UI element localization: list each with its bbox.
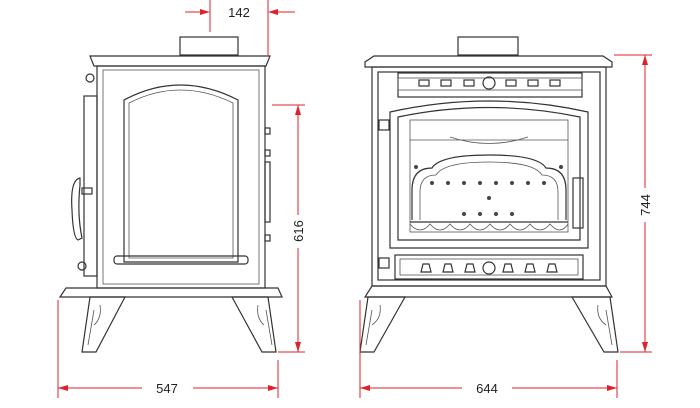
side-body (96, 65, 266, 289)
dimension-label-142: 142 (228, 5, 250, 20)
fire-door (389, 100, 589, 249)
ash-pan-door (394, 254, 584, 280)
door-handle-icon (71, 177, 83, 241)
side-view (58, 36, 283, 353)
flue-collar (457, 36, 519, 56)
dimension-label-547: 547 (156, 381, 178, 396)
front-body (371, 66, 607, 287)
front-plinth (363, 285, 614, 298)
dimension-label-616: 616 (291, 220, 306, 242)
door-edge (83, 95, 98, 277)
dimension-label-644: 644 (476, 381, 498, 396)
log-guard (411, 154, 567, 220)
flue-collar (179, 36, 239, 56)
dimension-width-644: 644 (359, 300, 618, 398)
side-plinth (58, 287, 283, 298)
front-view (359, 36, 619, 353)
dimension-height-744: 744 (614, 54, 653, 353)
hinge-bottom (378, 257, 390, 269)
dimension-depth-547: 547 (57, 300, 279, 398)
side-panel-arch (123, 84, 239, 263)
front-leg-left (359, 296, 407, 353)
door-handle-icon (572, 177, 584, 229)
hinge-top (378, 119, 390, 131)
top-plate (89, 55, 271, 67)
top-plate (364, 55, 613, 68)
dimension-label-744: 744 (638, 194, 653, 216)
grate-holes (414, 165, 563, 216)
side-leg-left (81, 296, 126, 353)
dimension-height-616: 616 (272, 104, 306, 353)
front-leg-right (570, 296, 619, 353)
dimension-flue-width: 142 (185, 0, 295, 56)
door-glass (409, 119, 569, 233)
air-control-knobs (264, 127, 271, 242)
side-leg-right (230, 296, 277, 353)
